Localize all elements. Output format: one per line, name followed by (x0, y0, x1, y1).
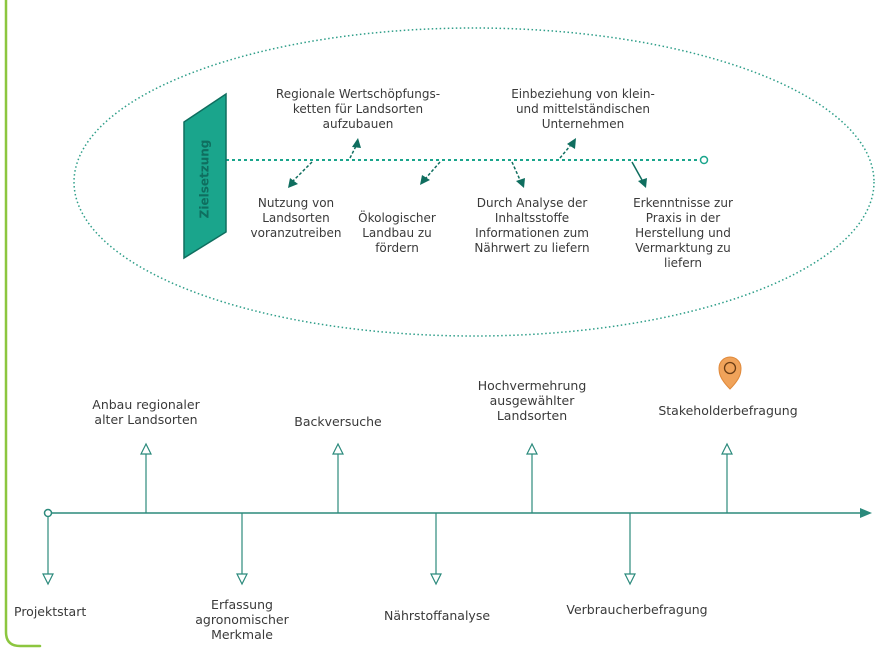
map-pin-icon (718, 356, 742, 390)
goal-label-6: Erkenntnisse zur Praxis in der Herstellu… (633, 196, 733, 270)
goal-branch-4 (511, 161, 525, 188)
tick-step-4 (332, 442, 344, 513)
goals-line-end (699, 155, 709, 165)
goals-ellipse (73, 27, 875, 337)
goal-label-4: Durch Analyse der Inhaltsstoffe Informat… (474, 196, 590, 255)
timeline-label-6: Hochvermehrung ausgewählter Landsorten (477, 378, 587, 423)
hexagon-shape (183, 92, 227, 260)
goals-title: Zielsetzung (184, 124, 224, 234)
goal-label-5: Einbeziehung von klein- und mittelständi… (511, 87, 655, 131)
goal-branch-3 (420, 161, 441, 185)
tick-step-5 (430, 513, 442, 586)
tick-step-8 (721, 442, 733, 513)
timeline-label-2: Anbau regionaler alter Landsorten (92, 397, 200, 427)
goal-branch-1 (288, 161, 313, 188)
tick-step-7 (624, 513, 636, 586)
tick-step-6 (526, 442, 538, 513)
goal-branch-6 (631, 161, 647, 188)
frame-border (4, 0, 42, 648)
timeline-arrowhead (860, 508, 872, 518)
goal-label-3: Ökologischer Landbau zu fördern (358, 211, 436, 255)
goal-label-1: Nutzung von Landsorten voranzutreiben (250, 196, 342, 240)
timeline-label-8: Stakeholderbefragung (658, 403, 798, 418)
goal-branch-2 (349, 138, 361, 159)
tick-step-1 (42, 517, 54, 586)
timeline-label-5: Nährstoffanalyse (383, 608, 491, 623)
timeline-label-1: Projektstart (14, 604, 87, 619)
tick-step-2 (140, 442, 152, 513)
goal-label-2: Regionale Wertschöpfungs- ketten für Lan… (275, 87, 441, 131)
tick-step-3 (236, 513, 248, 586)
goals-title-text: Zielsetzung (197, 139, 211, 219)
goal-branch-5 (559, 138, 576, 159)
timeline-label-7: Verbraucherbefragung (566, 602, 708, 617)
timeline-label-3: Erfassung agronomischer Merkmale (195, 597, 289, 642)
timeline-start-dot (43, 508, 53, 518)
timeline-label-4: Backversuche (294, 414, 382, 429)
